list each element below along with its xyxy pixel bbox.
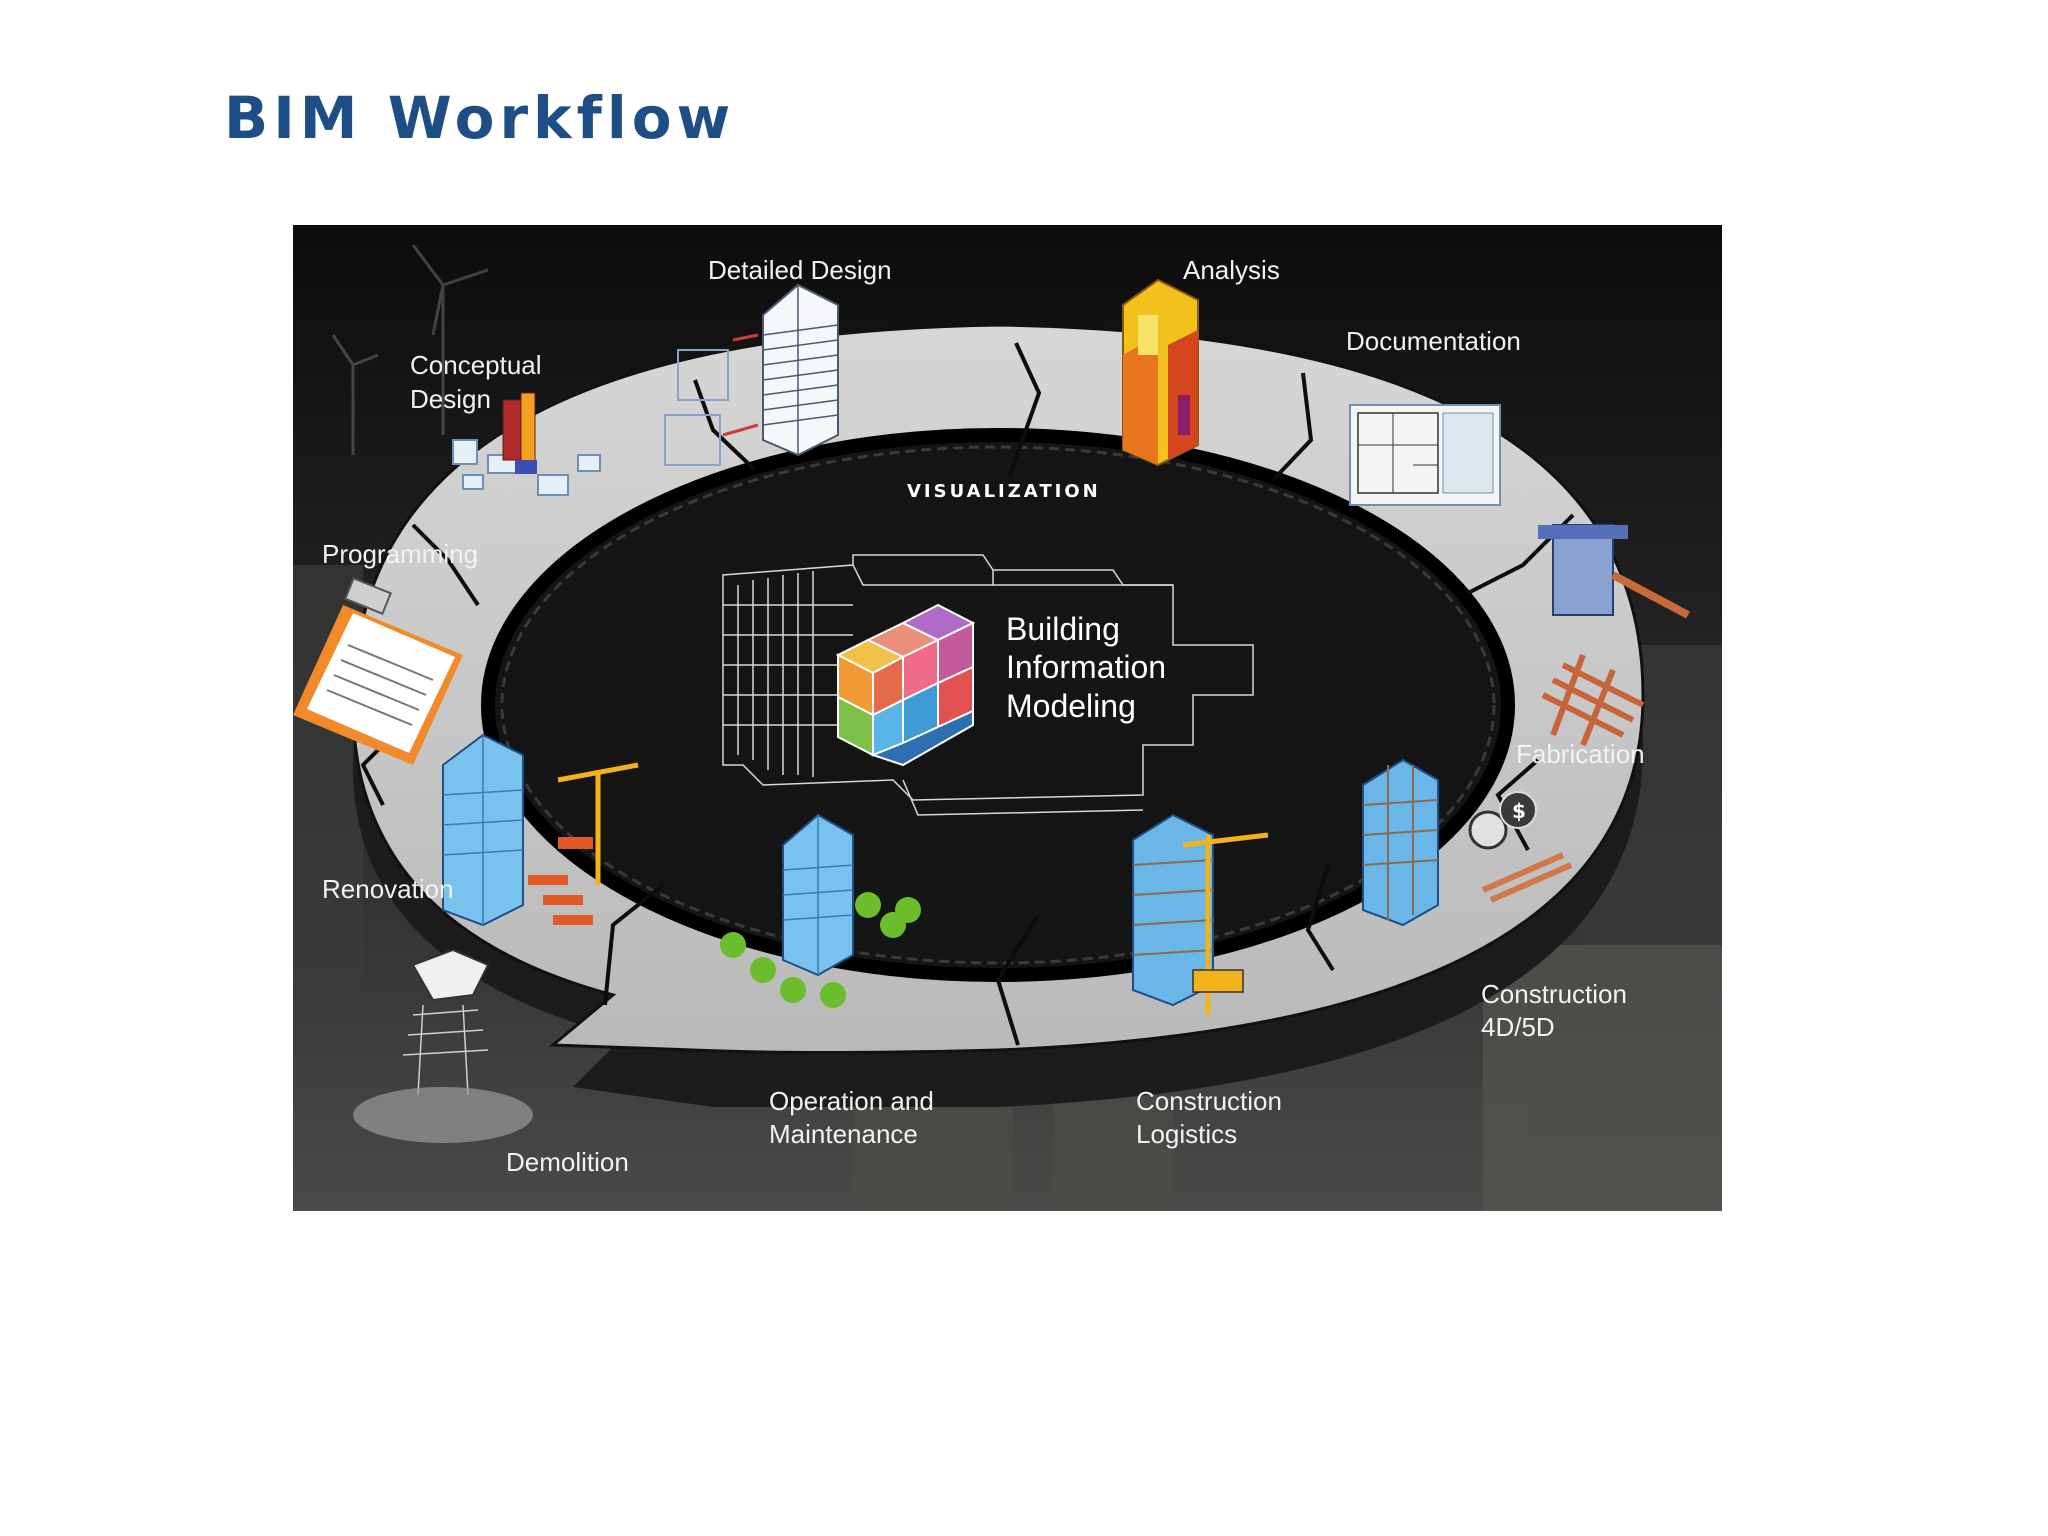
svg-text:Maintenance: Maintenance <box>769 1119 918 1149</box>
svg-text:Documentation: Documentation <box>1346 326 1521 356</box>
svg-text:Design: Design <box>410 384 491 414</box>
bim-building-outline <box>722 554 1254 816</box>
svg-text:Analysis: Analysis <box>1183 255 1280 285</box>
stage-label-detailed-design: Detailed Design <box>708 255 892 285</box>
operation-maintenance-illustration <box>720 813 921 1008</box>
svg-text:Construction: Construction <box>1481 979 1627 1009</box>
ring-label-visualization: VISUALIZATION <box>907 481 1101 502</box>
svg-text:Fabrication: Fabrication <box>1516 739 1645 769</box>
construction-4d5d-illustration: $ <box>1362 758 1573 927</box>
stage-label-programming: Programming <box>322 539 478 569</box>
stage-label-conceptual-design: Conceptual Design <box>410 350 542 414</box>
stage-label-analysis: Analysis <box>1183 255 1280 285</box>
conceptual-design-illustration <box>452 392 601 496</box>
svg-text:Information: Information <box>1006 649 1166 685</box>
stage-label-fabrication: Fabrication <box>1516 739 1645 769</box>
svg-text:VISUALIZATION: VISUALIZATION <box>907 481 1101 502</box>
bim-cube-logo-icon <box>835 603 976 767</box>
svg-text:Construction: Construction <box>1136 1086 1282 1116</box>
demolition-illustration <box>353 948 533 1143</box>
svg-text:Programming: Programming <box>322 539 478 569</box>
bim-workflow-diagram: $ <box>293 225 1722 1211</box>
renovation-illustration <box>442 733 639 927</box>
programming-clipboard-icon <box>293 577 463 765</box>
svg-text:Modeling: Modeling <box>1006 688 1136 724</box>
construction-logistics-illustration <box>1132 813 1269 1015</box>
slide-title: BIM Workflow <box>224 84 736 152</box>
stage-label-demolition: Demolition <box>506 1147 629 1177</box>
wind-turbine-icon <box>331 244 489 455</box>
stage-label-documentation: Documentation <box>1346 326 1521 356</box>
stage-label-construction-4d5d: Construction 4D/5D <box>1481 979 1627 1042</box>
svg-text:Logistics: Logistics <box>1136 1119 1237 1149</box>
workflow-ring <box>351 323 1645 1107</box>
svg-text:Demolition: Demolition <box>506 1147 629 1177</box>
svg-text:Building: Building <box>1006 611 1120 647</box>
svg-text:Detailed Design: Detailed Design <box>708 255 892 285</box>
svg-text:$: $ <box>1512 799 1526 823</box>
stage-label-operation-maintenance: Operation and Maintenance <box>769 1086 934 1149</box>
fabrication-illustration <box>1538 524 1690 747</box>
svg-text:Renovation: Renovation <box>322 874 454 904</box>
stage-label-renovation: Renovation <box>322 874 454 904</box>
svg-text:4D/5D: 4D/5D <box>1481 1012 1555 1042</box>
documentation-illustration <box>1349 404 1501 506</box>
svg-text:Operation and: Operation and <box>769 1086 934 1116</box>
analysis-illustration <box>1122 278 1199 467</box>
center-label: Building Information Modeling <box>1006 611 1166 724</box>
detailed-design-illustration <box>664 283 839 466</box>
stage-label-construction-logistics: Construction Logistics <box>1136 1086 1282 1149</box>
svg-text:Conceptual: Conceptual <box>410 350 542 380</box>
